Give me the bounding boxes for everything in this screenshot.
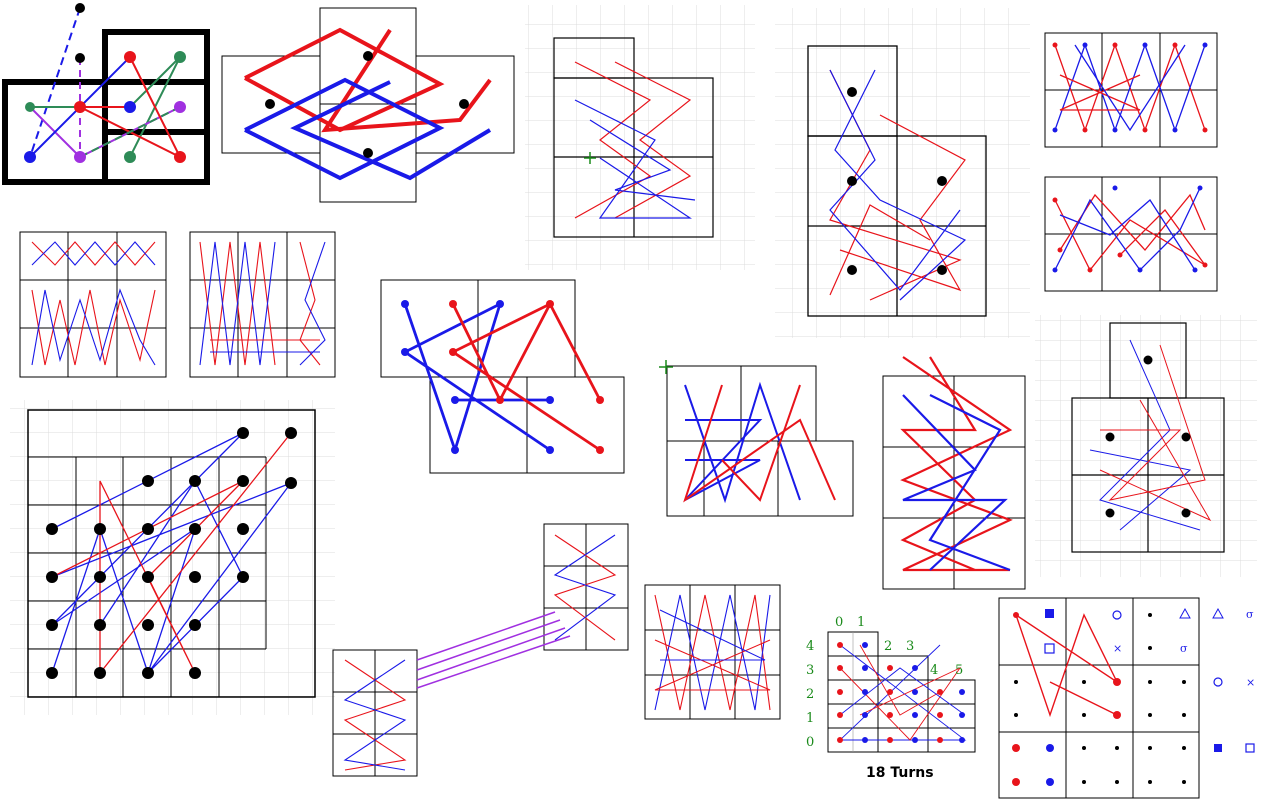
panel-big-dot-grid bbox=[10, 400, 335, 715]
panel-tall-grid bbox=[775, 8, 1030, 338]
turns-caption: 18 Turns bbox=[866, 765, 934, 781]
panel-grid-thin bbox=[525, 5, 755, 270]
count-label-4: 4 bbox=[930, 663, 938, 678]
panel-right-grid bbox=[1035, 315, 1257, 577]
panel-small-3x2-b bbox=[1044, 176, 1218, 292]
panel-mid-right-board bbox=[659, 360, 854, 517]
panel-small-3x2-a bbox=[1044, 32, 1218, 148]
panel-symbol-board: × σ σ × bbox=[998, 597, 1255, 799]
panel-center-thick bbox=[380, 279, 625, 474]
row-label-0: 0 bbox=[806, 735, 814, 750]
row-label-1: 1 bbox=[806, 711, 814, 726]
panel-linked-boards bbox=[332, 523, 629, 777]
panel-3x3-board-a bbox=[19, 231, 167, 378]
panel-cross-shape bbox=[221, 7, 515, 203]
panel-tall-column bbox=[882, 356, 1026, 590]
sigma-symbol-board: σ bbox=[1180, 642, 1188, 655]
row-label-4: 4 bbox=[806, 639, 814, 654]
row-label-3: 3 bbox=[806, 663, 814, 678]
cross-symbol-legend: × bbox=[1246, 676, 1255, 689]
row-label-2: 2 bbox=[806, 687, 814, 702]
cross-symbol: × bbox=[1113, 642, 1122, 655]
panel-3x3-board-b bbox=[189, 231, 336, 378]
count-label-1: 1 bbox=[857, 615, 865, 630]
sigma-symbol-legend: σ bbox=[1246, 608, 1254, 621]
count-label-2: 2 bbox=[884, 639, 892, 654]
count-label-5: 5 bbox=[955, 663, 963, 678]
count-label-3: 3 bbox=[906, 639, 914, 654]
panel-3x3-board-c bbox=[644, 584, 781, 720]
panel-thick-boxes bbox=[2, 3, 210, 185]
panel-staircase: 0 1 2 3 4 5 4 3 2 1 0 18 Turns bbox=[806, 615, 976, 781]
count-label-0: 0 bbox=[835, 615, 843, 630]
